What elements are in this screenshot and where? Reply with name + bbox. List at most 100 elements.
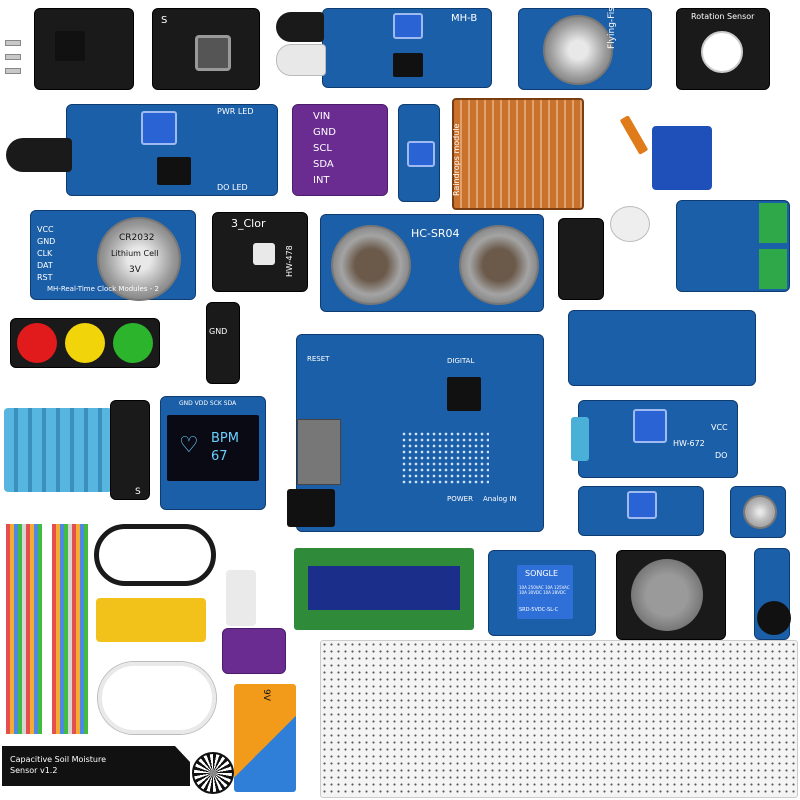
uno-power: POWER — [447, 495, 473, 503]
dual-relay-module — [676, 200, 790, 292]
oled-screen: ♡ BPM 67 — [167, 415, 259, 481]
rgb-label: 3_Clor — [231, 217, 266, 230]
dht-board: S — [110, 400, 150, 500]
black-led-bulb — [276, 12, 324, 42]
flame-sensor-module: MH-B — [322, 8, 492, 88]
pir-sensor — [610, 206, 650, 242]
rotation-sensor-label: Rotation Sensor — [691, 12, 755, 21]
gas-sensor-mesh — [543, 15, 613, 85]
do-led-label: DO LED — [217, 183, 248, 192]
rotary-knob — [701, 31, 743, 73]
oled-bpm: BPM — [211, 431, 239, 446]
buzzer-module — [754, 548, 791, 640]
soil-sensor-label: Capacitive Soil Moisture Sensor v1.2 — [10, 755, 107, 775]
raindrop-controller — [398, 104, 440, 202]
rotation-sensor-module: Rotation Sensor — [676, 8, 770, 90]
flame-ir-module: PWR LED DO LED — [66, 104, 278, 196]
joystick-module — [616, 550, 726, 640]
ultrasonic-transducer-left — [331, 225, 411, 305]
ir-obstacle-module — [5, 8, 134, 90]
dc-jack — [287, 489, 335, 527]
pin-int: INT — [313, 175, 330, 186]
heart-icon: ♡ — [179, 433, 199, 458]
mcu-chip — [447, 377, 481, 411]
potentiometer — [141, 111, 177, 145]
jumper-wires-left — [6, 524, 42, 734]
gear-motor — [96, 598, 206, 642]
uno-board: RESET DIGITAL POWER Analog IN — [287, 334, 544, 532]
flame-bulb — [6, 138, 72, 172]
cell-model: CR2032 — [119, 233, 155, 243]
oled-pins: GND VDD SCK SDA — [179, 400, 237, 407]
coin-cell-battery — [97, 217, 181, 301]
esp01-module — [558, 218, 604, 300]
potentiometer — [407, 141, 435, 167]
relay: SONGLE 10A 250VAC 10A 125VAC 10A 30VDC 1… — [517, 565, 573, 619]
rgb-led-module: 3_Clor HW-478 — [212, 212, 308, 292]
dht-sensor — [4, 408, 112, 492]
traffic-light-stem: GND — [206, 302, 240, 384]
rgb-led — [253, 243, 275, 265]
battery-voltage: 9V — [260, 689, 271, 701]
joystick-cap — [631, 559, 703, 631]
mh-b-label: MH-B — [451, 13, 478, 24]
pwr-led-label: PWR LED — [217, 107, 254, 116]
rtc-label: MH-Real-Time Clock Modules - 2 — [47, 285, 159, 293]
comparator-chip — [393, 53, 423, 77]
pin-vin: VIN — [313, 111, 331, 122]
cell-voltage: 3V — [129, 265, 141, 275]
gas-sensor-module: Flying-Fish — [518, 1, 652, 90]
relay-brand: SONGLE — [525, 569, 559, 578]
oled-module: GND VDD SCK SDA ♡ BPM 67 — [160, 396, 266, 510]
bluetooth-module — [568, 310, 756, 386]
wifi-module — [297, 419, 341, 485]
uno-analog: Analog IN — [483, 495, 517, 503]
potentiometer — [393, 13, 423, 39]
potentiometer — [633, 409, 667, 443]
pin-gnd: GND — [313, 127, 336, 138]
potentiometer — [627, 491, 657, 519]
rgb-code: HW-478 — [285, 245, 294, 277]
oled-value: 67 — [211, 449, 228, 464]
do-label: DO — [715, 451, 728, 460]
traffic-light-module — [10, 318, 160, 368]
soil-sensor: Capacitive Soil Moisture Sensor v1.2 — [2, 746, 190, 786]
encoder-disk — [192, 752, 234, 794]
prototype-area — [401, 431, 489, 485]
touch-pad — [743, 495, 777, 529]
ultrasonic-transducer-right — [459, 225, 539, 305]
usb-cable — [94, 524, 216, 586]
raindrop-sensor-plate: Raindrops module — [452, 98, 584, 210]
cell-type: Lithium Cell — [111, 249, 159, 258]
pin-scl: SCL — [313, 143, 332, 154]
uno-reset: RESET — [307, 355, 330, 363]
ir-sensor-chip — [55, 31, 85, 61]
jumper-wires-right — [52, 524, 88, 734]
cable-coil — [98, 662, 216, 734]
lcd-screen — [308, 566, 460, 610]
clear-led-bulb — [276, 44, 326, 76]
raindrops-label: Raindrops module — [452, 123, 461, 196]
yellow-light — [65, 323, 105, 363]
flying-fish-label: Flying-Fish — [607, 1, 617, 49]
rtc-rst: RST — [37, 273, 53, 282]
hc-sr04-label: HC-SR04 — [411, 227, 460, 240]
water-pump — [226, 570, 256, 626]
battery: 9V — [234, 684, 296, 792]
small-purple-module — [222, 628, 286, 674]
servo-motor — [652, 126, 712, 190]
s-label: S — [135, 487, 141, 497]
touch-sensor — [730, 486, 786, 538]
rtc-dat: DAT — [37, 261, 53, 270]
buzzer — [757, 601, 791, 635]
relay-model: SRD-5VDC-SL-C — [519, 607, 559, 613]
comparator-chip — [157, 157, 191, 185]
green-light — [113, 323, 153, 363]
push-button — [195, 35, 231, 71]
knob — [571, 417, 589, 461]
ultrasonic-sensor: HC-SR04 — [320, 214, 544, 312]
apds-gesture-module: VIN GND SCL SDA INT — [292, 104, 388, 196]
red-light — [17, 323, 57, 363]
header-pins — [5, 37, 21, 77]
